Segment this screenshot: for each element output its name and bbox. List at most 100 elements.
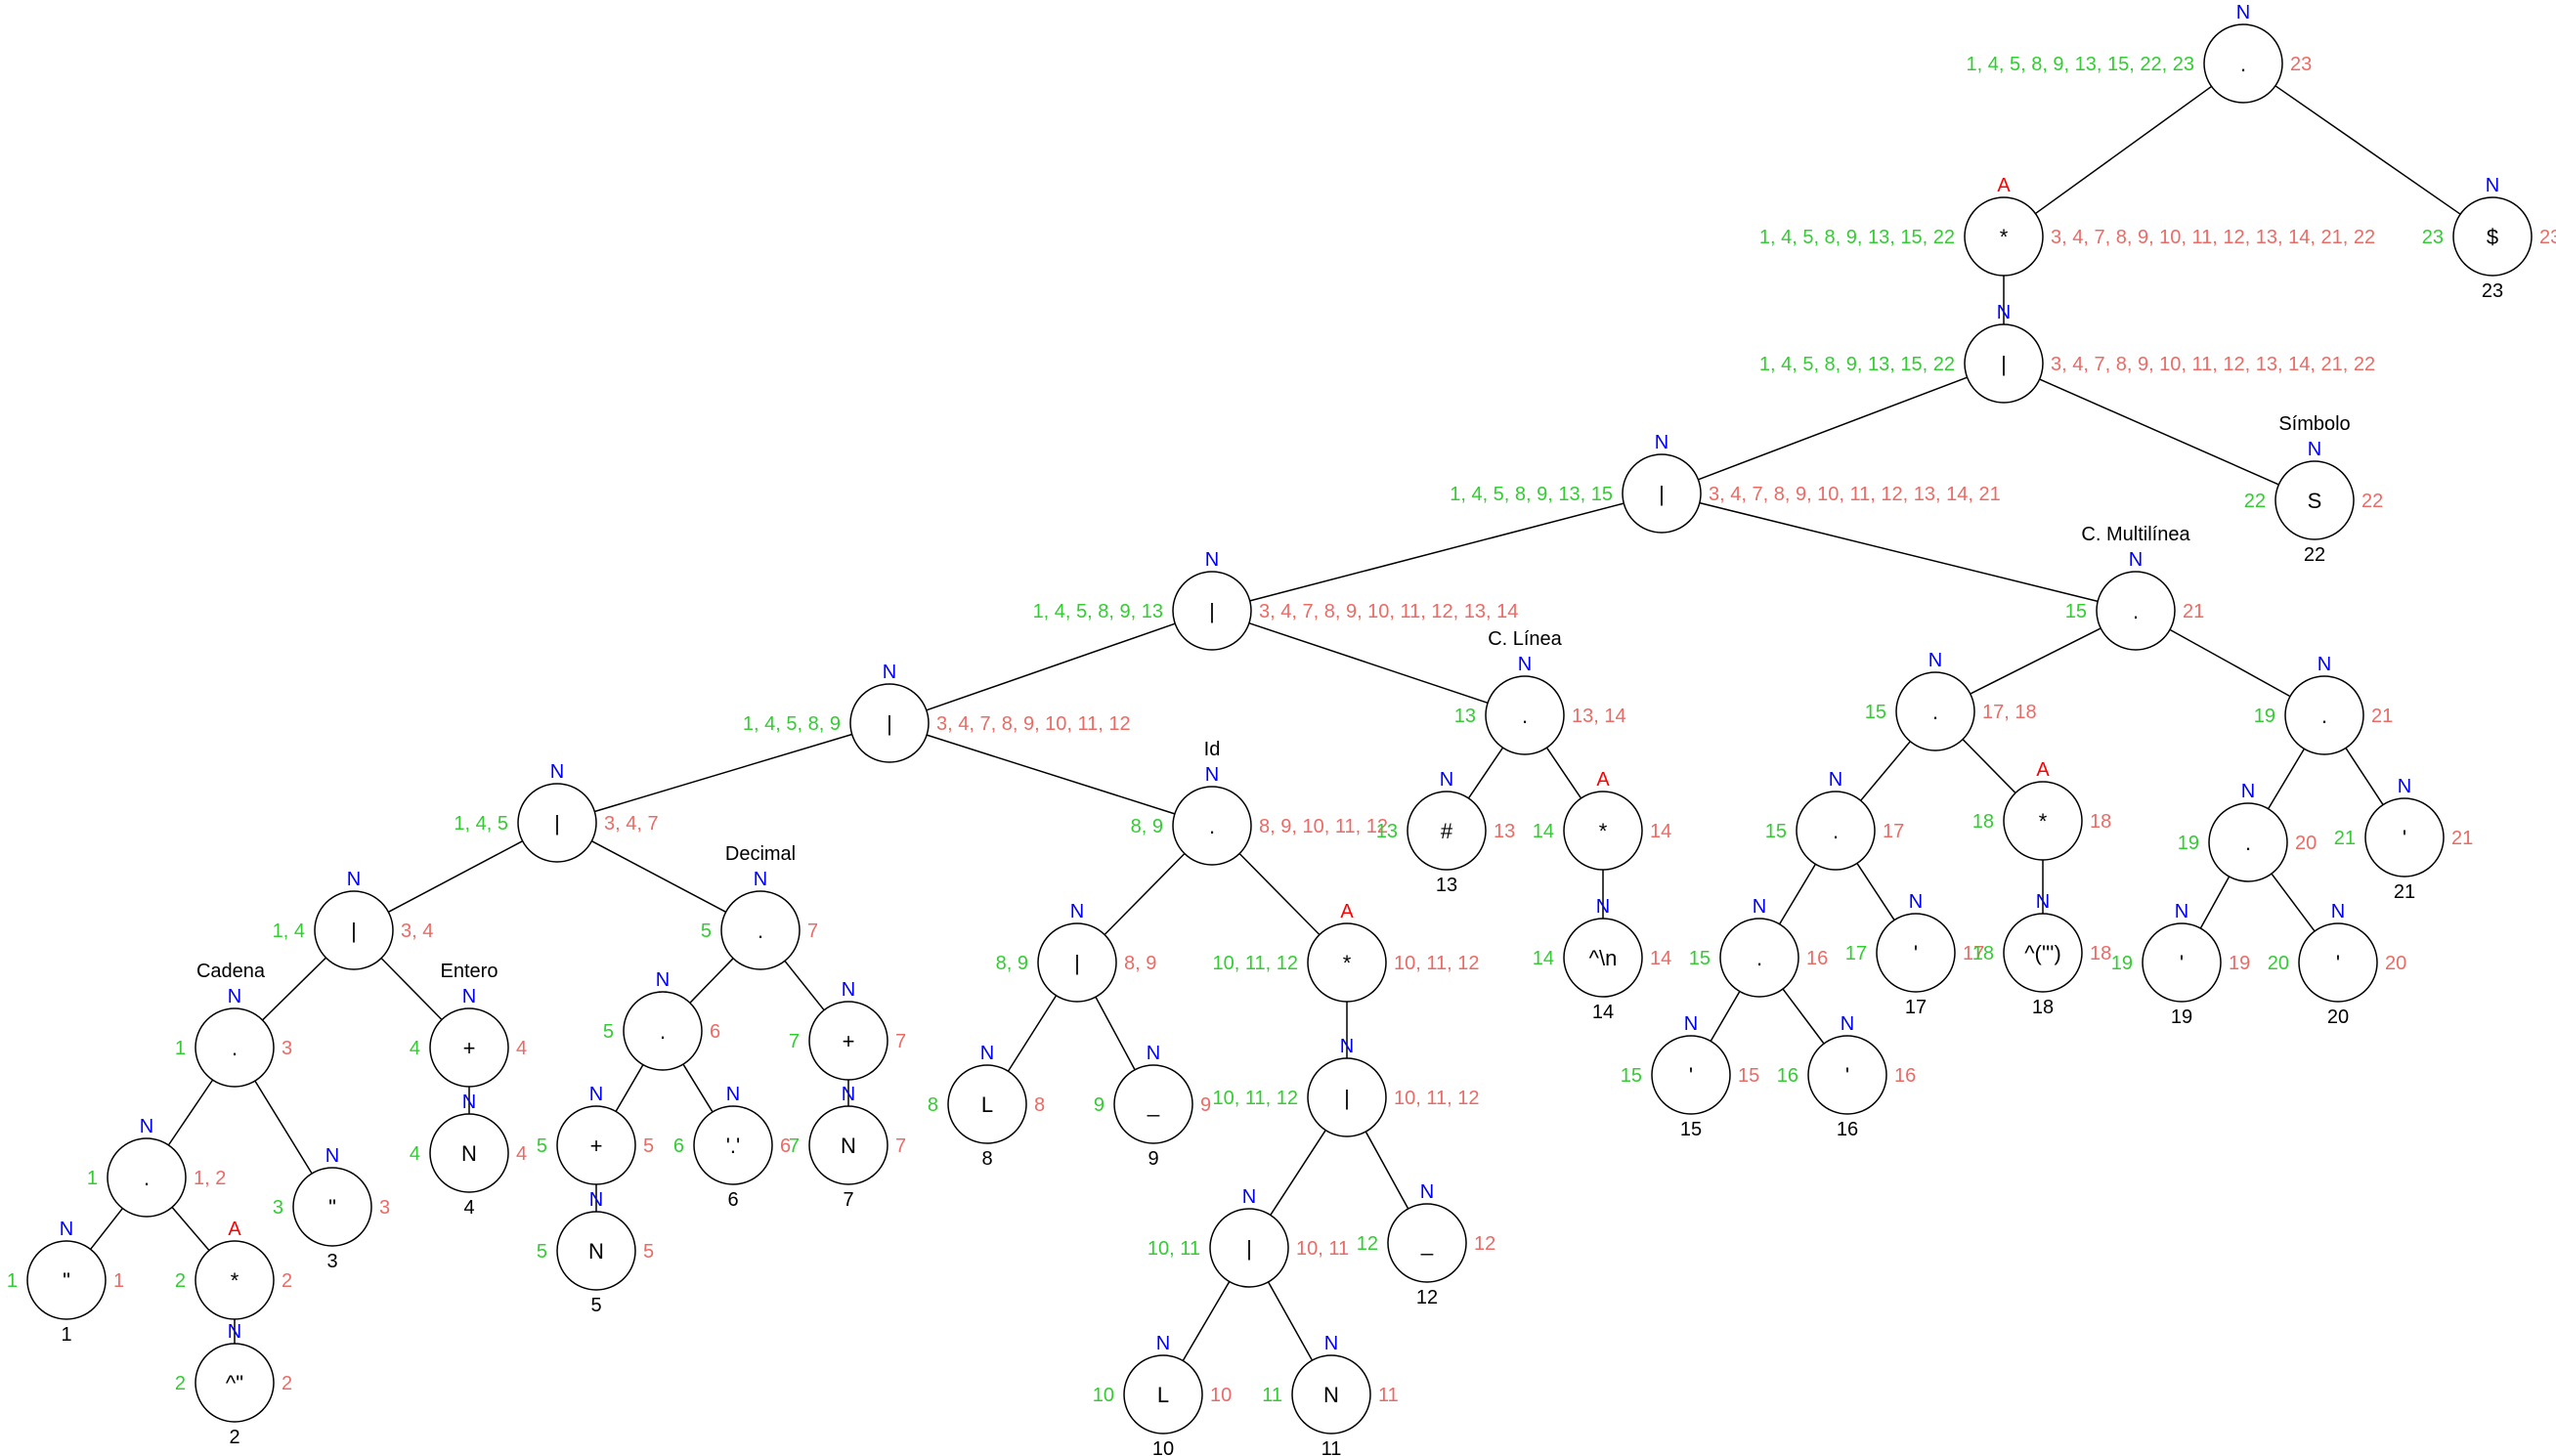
- firstpos-label: 4: [410, 1038, 420, 1059]
- node-circle: [314, 890, 394, 970]
- node-symbol: ': [1914, 941, 1918, 965]
- tree-edge: [2345, 748, 2384, 805]
- node-circle: [1485, 675, 1565, 755]
- position-number: 11: [1321, 1438, 1342, 1456]
- node-circle: [2003, 913, 2083, 993]
- lastpos-label: 5: [643, 1241, 654, 1263]
- node-symbol: ^": [226, 1371, 243, 1395]
- lastpos-label: 14: [1650, 821, 1671, 842]
- nullable-label: A: [1340, 901, 1354, 922]
- lastpos-label: 5: [643, 1135, 654, 1157]
- node-circle: [195, 1240, 275, 1320]
- nullable-label: N: [1829, 769, 1842, 791]
- nullable-label: N: [1841, 1013, 1854, 1035]
- node-circle: [556, 1105, 636, 1185]
- node-circle: [1172, 786, 1252, 866]
- tree-edge: [167, 1079, 214, 1146]
- nullable-label: N: [842, 979, 855, 1001]
- lastpos-label: 2: [282, 1270, 292, 1292]
- firstpos-label: 18: [1972, 943, 1994, 964]
- node-symbol: |: [1344, 1086, 1350, 1110]
- nullable-label: N: [980, 1043, 994, 1064]
- nullable-label: A: [2036, 759, 2050, 781]
- node-circle: [1387, 1203, 1467, 1283]
- firstpos-label: 14: [1533, 821, 1554, 842]
- tree-edge: [388, 840, 523, 913]
- firstpos-label: 15: [1689, 948, 1711, 969]
- firstpos-label: 5: [537, 1135, 547, 1157]
- node-symbol: N: [461, 1141, 477, 1166]
- position-number: 14: [1592, 1002, 1614, 1023]
- tree-edges: [90, 85, 2461, 1361]
- firstpos-label: 1, 4, 5, 8, 9, 13, 15: [1450, 484, 1613, 505]
- node-symbol: .: [2133, 599, 2139, 623]
- subexpression-title: Símbolo: [2278, 413, 2350, 435]
- node-symbol: ": [63, 1268, 70, 1293]
- node-symbol: *: [1343, 951, 1352, 975]
- tree-edge: [2039, 378, 2279, 486]
- firstpos-label: 21: [2334, 828, 2356, 849]
- subexpression-title: Entero: [441, 961, 498, 982]
- nullable-label: N: [2486, 175, 2499, 196]
- node-symbol: .: [1522, 704, 1528, 728]
- nullable-label: N: [1997, 302, 2011, 323]
- node-symbol: ^\n: [1589, 946, 1618, 970]
- lastpos-label: 20: [2295, 833, 2317, 854]
- nullable-label: N: [2036, 891, 2050, 913]
- lastpos-label: 10, 11: [1296, 1238, 1349, 1260]
- nullable-label: N: [754, 869, 767, 890]
- node-circle: [1964, 323, 2044, 404]
- node-circle: [1113, 1064, 1193, 1144]
- node-symbol: ": [328, 1195, 336, 1220]
- firstpos-label: 17: [1845, 943, 1867, 964]
- lastpos-label: 7: [895, 1135, 906, 1157]
- lastpos-label: 11: [1378, 1385, 1399, 1406]
- nullable-label: N: [1205, 549, 1219, 571]
- lastpos-label: 7: [895, 1031, 906, 1052]
- tree-edge: [1545, 747, 1582, 799]
- nullable-label: N: [589, 1084, 603, 1105]
- nullable-label: N: [1147, 1043, 1160, 1064]
- tree-edge: [591, 840, 726, 913]
- nullable-label: N: [656, 969, 670, 991]
- node-symbol: ': [1845, 1063, 1849, 1088]
- tree-edge: [380, 957, 443, 1021]
- nullable-label: N: [2241, 781, 2255, 802]
- lastpos-label: 21: [2371, 706, 2393, 727]
- node-circle: [2298, 922, 2378, 1003]
- lastpos-label: 1, 2: [194, 1168, 226, 1189]
- tree-edge: [594, 733, 852, 813]
- nullable-label: N: [1684, 1013, 1698, 1035]
- subexpression-title: Cadena: [196, 961, 266, 982]
- node-circle: [808, 1001, 888, 1081]
- position-number: 13: [1436, 875, 1457, 896]
- node-symbol: .: [660, 1019, 666, 1044]
- node-circle: [2208, 802, 2288, 882]
- node-circle: [1037, 922, 1117, 1003]
- node-symbol: L: [1157, 1383, 1169, 1407]
- tree-edge: [2274, 85, 2461, 215]
- node-symbol: '.': [726, 1134, 741, 1158]
- tree-edge: [1699, 501, 2099, 603]
- nullable-label: N: [1242, 1186, 1256, 1208]
- node-symbol: .: [2240, 52, 2246, 76]
- lastpos-label: 16: [1894, 1065, 1916, 1087]
- lastpos-label: 4: [516, 1143, 527, 1165]
